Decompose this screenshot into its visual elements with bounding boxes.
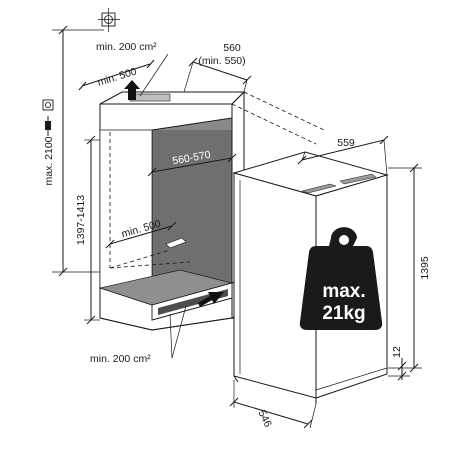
dim-niche-depth: 560 (min. 550): [183, 42, 252, 93]
dim-niche-height: 1397-1413: [75, 135, 100, 325]
appliance-depth-label: 546: [255, 408, 274, 429]
cabinet-niche: [98, 91, 325, 353]
vent-top-label: min. 200 cm²: [96, 41, 157, 53]
weight-line1: max.: [322, 281, 365, 302]
dim-max-height: max. 2100: [43, 25, 104, 277]
niche-depth-min-label: (min. 550): [198, 55, 245, 67]
plinth-height-label: 12: [391, 346, 403, 358]
vent-in-arrow: [198, 292, 224, 307]
appliance-width-label: 559: [337, 137, 355, 149]
niche-depth-label: 560: [223, 42, 241, 54]
weight-line2: 21kg: [322, 303, 365, 324]
water-supply-icon: [98, 8, 120, 32]
vent-up-arrow: [124, 80, 140, 100]
dim-appliance-height: 1395: [388, 163, 431, 373]
dim-top-depth: min. 500: [78, 59, 155, 91]
dim-appliance-width: 559: [297, 135, 389, 176]
vent-bottom-label: min. 200 cm²: [90, 353, 151, 365]
niche-height-label: 1397-1413: [75, 195, 87, 245]
power-plug-icon: [45, 116, 51, 136]
max-height-label: max. 2100: [43, 136, 55, 185]
dim-plinth-height: 12: [388, 346, 410, 381]
weight-icon: max. 21kg: [299, 227, 383, 330]
appliance-height-label: 1395: [419, 256, 431, 280]
power-socket-icon: [42, 99, 54, 111]
